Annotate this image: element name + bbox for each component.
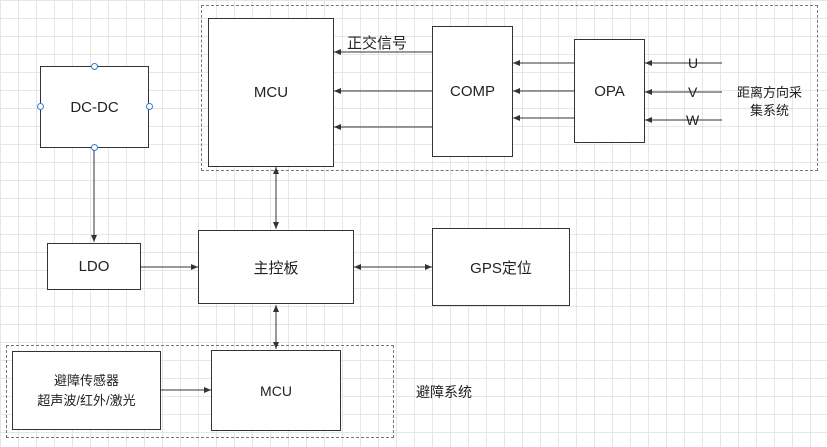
ldo-block-label: LDO (78, 258, 110, 275)
comp-block-label: COMP (450, 83, 495, 100)
obstacle-avoidance-group (6, 345, 394, 438)
main-board-block: 主控板 (198, 230, 354, 304)
input-v-label: V (688, 84, 698, 100)
dcdc-block-label: DC-DC (70, 98, 119, 116)
input-w-label: W (686, 112, 700, 128)
mcu-block-top: MCU (208, 18, 334, 167)
input-u-label: U (688, 55, 699, 71)
mcu-block-bottom: MCU (211, 350, 341, 431)
comp-block: COMP (432, 26, 513, 157)
opa-block: OPA (574, 39, 645, 143)
opa-block-label: OPA (594, 82, 625, 100)
distance-system-label-line2: 集系统 (750, 103, 790, 118)
mcu-block-bottom-label: MCU (260, 382, 292, 399)
dcdc-left-handle[interactable] (37, 103, 44, 110)
main-board-label: 主控板 (253, 259, 299, 277)
dcdc-bottom-handle[interactable] (91, 144, 98, 151)
gps-block-label: GPS定位 (470, 259, 532, 277)
mcu-block-top-label: MCU (253, 84, 289, 101)
distance-system-label-line1: 距离方向采 (737, 85, 803, 100)
sensor-label-line1: 避障传感器 (53, 372, 119, 388)
dcdc-block: DC-DC (40, 66, 149, 148)
sensor-label-line2: 超声波/红外/激光 (37, 392, 136, 408)
gps-block: GPS定位 (432, 228, 570, 306)
orthogonal-signal-label: 正交信号 (347, 35, 408, 52)
ldo-block: LDO (47, 243, 141, 290)
distance-acquisition-group (201, 5, 818, 171)
obstacle-system-label: 避障系统 (416, 384, 472, 400)
dcdc-right-handle[interactable] (146, 103, 153, 110)
dcdc-top-handle[interactable] (91, 63, 98, 70)
sensor-block: 避障传感器 超声波/红外/激光 (12, 351, 161, 430)
